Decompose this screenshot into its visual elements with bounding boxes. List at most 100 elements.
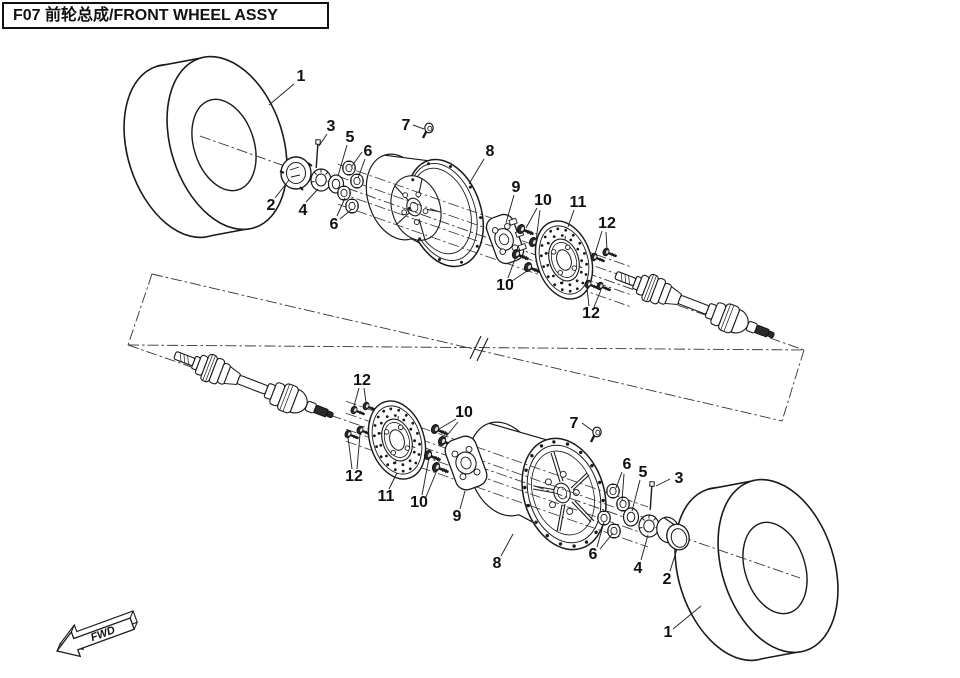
callout-6: 6 xyxy=(364,143,373,160)
detail-dot xyxy=(530,454,534,458)
detail-dot xyxy=(411,178,415,182)
detail-dot xyxy=(601,498,605,503)
callout-leader-10 xyxy=(507,258,516,279)
callout-leader-12 xyxy=(353,387,360,407)
detail-dot xyxy=(468,185,472,189)
callout-leader-12 xyxy=(356,433,361,470)
callout-leader-3 xyxy=(655,478,671,487)
detail-dot xyxy=(565,442,570,446)
callout-12: 12 xyxy=(353,372,371,389)
callout-10: 10 xyxy=(534,192,552,209)
callout-1: 1 xyxy=(664,624,673,641)
callout-leader-8 xyxy=(500,533,514,557)
callout-leader-10 xyxy=(511,270,528,282)
callout-leader-10 xyxy=(443,421,459,440)
callout-leader-9 xyxy=(505,194,515,224)
detail-dot xyxy=(407,206,411,210)
detail-dot xyxy=(460,260,463,264)
callout-leader-11 xyxy=(388,472,398,490)
callout-leader-1 xyxy=(268,83,295,106)
callout-3: 3 xyxy=(675,470,684,487)
detail-dot xyxy=(594,530,598,534)
detail-dot xyxy=(584,540,589,544)
callout-leader-6 xyxy=(339,208,353,220)
callout-leader-7 xyxy=(412,124,425,130)
detail-dot xyxy=(449,165,452,168)
detail-dot xyxy=(545,533,549,538)
detail-dot xyxy=(401,209,408,216)
detail-dot xyxy=(402,192,409,198)
callout-11: 11 xyxy=(570,194,587,211)
callout-leader-12 xyxy=(347,436,353,470)
callout-leader-4 xyxy=(640,534,649,561)
callout-leader-10 xyxy=(425,469,438,498)
callout-leader-2 xyxy=(669,548,678,572)
callout-10: 10 xyxy=(455,404,473,421)
callout-1: 1 xyxy=(297,68,306,85)
detail-dot xyxy=(539,444,544,448)
detail-dot xyxy=(475,244,479,248)
callout-8: 8 xyxy=(486,143,495,160)
detail-dot xyxy=(590,464,594,468)
detail-dot xyxy=(559,470,567,478)
callout-12: 12 xyxy=(345,468,363,485)
wheel-hub-lower xyxy=(444,435,488,491)
detail-dot xyxy=(572,544,576,548)
fwd-arrow: FWD xyxy=(55,610,138,658)
callout-8: 8 xyxy=(493,555,502,572)
callout-leader-10 xyxy=(525,207,538,229)
callout-leader-6 xyxy=(336,197,346,217)
detail-dot xyxy=(438,258,441,261)
detail-dot xyxy=(473,468,481,476)
detail-dot xyxy=(523,485,527,490)
callout-leader-3 xyxy=(318,133,328,147)
callout-9: 9 xyxy=(512,179,521,196)
callout-10: 10 xyxy=(496,277,514,294)
castle-nut-lower xyxy=(638,514,660,538)
callout-leader-12 xyxy=(594,230,603,255)
tire-upper xyxy=(102,40,309,254)
callout-leader-12 xyxy=(605,231,608,251)
detail-dot xyxy=(552,440,556,444)
hub-cap-upper xyxy=(279,156,313,191)
callout-leader-2 xyxy=(274,179,290,199)
cotter-pin-lower xyxy=(647,480,656,511)
callout-10: 10 xyxy=(410,494,428,511)
callout-leader-6 xyxy=(357,158,366,179)
castle-nut-upper xyxy=(310,168,332,192)
cv-axle-lower xyxy=(169,341,339,430)
callout-9: 9 xyxy=(453,508,462,525)
callout-5: 5 xyxy=(639,464,648,481)
detail-dot xyxy=(418,237,422,241)
detail-dot xyxy=(558,542,563,546)
detail-dot xyxy=(534,520,538,524)
break-symbol xyxy=(469,335,489,362)
detail-dot xyxy=(451,450,459,458)
callout-leader-11 xyxy=(567,209,575,228)
detail-dot xyxy=(598,480,602,485)
callout-2: 2 xyxy=(267,197,276,214)
callout-leader-10 xyxy=(438,418,457,430)
reference-frame xyxy=(127,273,805,422)
callout-5: 5 xyxy=(346,129,355,146)
callout-7: 7 xyxy=(570,415,579,432)
detail-dot xyxy=(526,503,530,508)
detail-dot xyxy=(459,473,467,481)
callout-leader-6 xyxy=(599,532,614,550)
callout-6: 6 xyxy=(623,456,632,473)
callout-leader-7 xyxy=(581,422,594,432)
page-title: F07 前轮总成/FRONT WHEEL ASSY xyxy=(2,2,329,29)
detail-dot xyxy=(491,227,499,234)
callout-leader-12 xyxy=(586,287,590,307)
callout-leader-5 xyxy=(631,479,641,512)
detail-dot xyxy=(572,489,580,496)
detail-dot xyxy=(465,445,473,453)
detail-dot xyxy=(566,507,574,515)
detail-dot xyxy=(579,450,583,455)
valve-stem-upper xyxy=(421,121,435,140)
callout-12: 12 xyxy=(582,305,600,322)
detail-dot xyxy=(499,248,506,255)
callout-4: 4 xyxy=(299,202,308,219)
